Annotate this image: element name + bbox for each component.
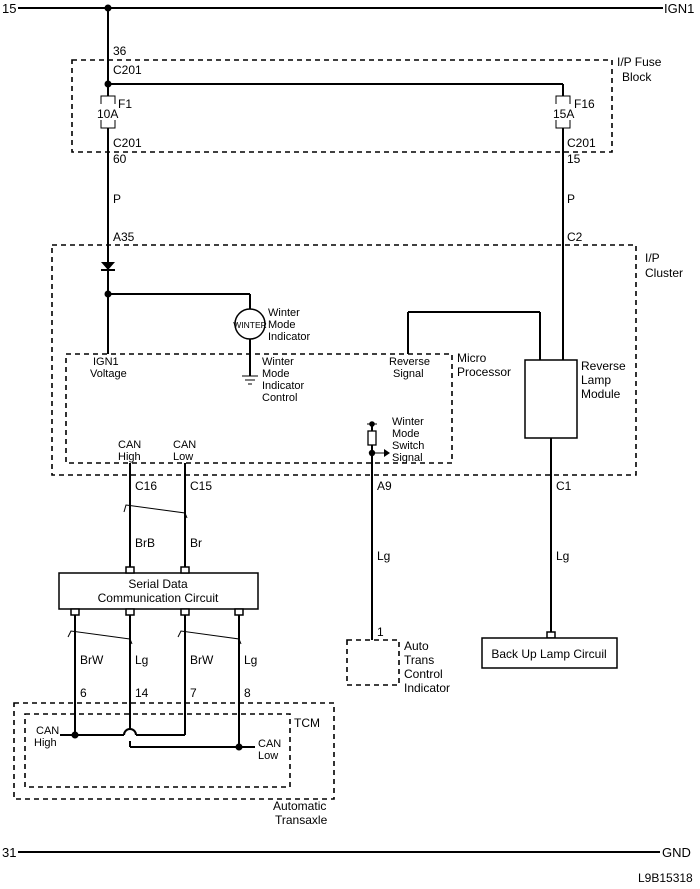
wire-lg-1: Lg [135,653,148,667]
automatic-transaxle: Automatic Transaxle [13,702,335,827]
svg-text:Indicator: Indicator [262,380,305,392]
pin-a9: A9 [377,479,392,493]
reverse-module-label: Reverse [581,359,626,373]
svg-text:Switch: Switch [392,440,424,452]
svg-text:Trans: Trans [404,653,434,667]
svg-text:Mode: Mode [268,319,296,331]
f16-pin-bottom: 15 [567,152,581,166]
tcm-pin-14: 14 [135,686,149,700]
ground-symbol [242,375,258,385]
diagram-id: L9B15318 [638,871,693,885]
wire-brb: BrB [135,536,155,550]
wms-signal-label: Winter [392,416,424,428]
ground-rail: 31 GND [2,845,691,860]
indicator-pin-1: 1 [377,625,384,639]
svg-text:Mode: Mode [392,428,420,440]
fuse-block-title: I/P Fuse [617,55,662,69]
tcm-can-low-label: CAN [258,738,281,750]
pin-c16: C16 [135,479,157,493]
wmi-control-label: Winter [262,356,294,368]
tcm-can-high-label: CAN [36,725,59,737]
rail-31-label: 31 [2,845,16,860]
wire-p-left: P [113,192,121,206]
reverse-signal-label: Reverse [389,356,430,368]
winter-mode-lamp: WINTER [233,308,267,340]
f16-name: F16 [574,97,595,111]
svg-text:Lamp: Lamp [581,373,611,387]
f1-rating: 10A [97,107,118,121]
svg-text:Indicator: Indicator [268,331,311,343]
wms-pullup-resistor [367,421,390,457]
svg-text:Block: Block [622,70,652,84]
can-low-label: CAN [173,439,196,451]
wire-lg-2: Lg [244,653,257,667]
svg-text:Module: Module [581,387,621,401]
svg-text:Signal: Signal [392,452,423,464]
tcm-module: TCM CAN High CAN Low [24,713,320,788]
winter-lamp-text: WINTER [233,320,267,330]
f16-rating: 15A [553,107,574,121]
back-up-lamp-label: Back Up Lamp Circuil [491,647,606,661]
can-high-label: CAN [118,439,141,451]
tcm-title: TCM [294,716,320,730]
f1-name: F1 [118,97,132,111]
svg-text:Control: Control [404,667,443,681]
f1-pin-bottom: 60 [113,152,127,166]
pin-c15: C15 [190,479,212,493]
rail-15-label: 15 [2,1,16,16]
tcm-wires: BrW Lg BrW Lg 6 14 7 8 [67,615,257,747]
micro-processor: Micro Processor IGN1 Voltage Winter Mode… [65,351,511,464]
diode-symbol [101,262,115,271]
transaxle-label-1: Automatic [273,799,326,813]
wire-lg-switch: Lg [377,549,390,563]
f16-conn-bottom: C201 [567,136,596,150]
rail-ign1-label: IGN1 [664,1,694,16]
svg-text:High: High [118,451,141,463]
svg-text:Control: Control [262,392,297,404]
transaxle-label-2: Transaxle [275,813,328,827]
fuse-f16: F16 15A [553,95,595,129]
svg-text:High: High [34,737,57,749]
pin-a35: A35 [113,230,135,244]
ign1-rail: 15 IGN1 [2,1,694,16]
wire-brw-2: BrW [190,653,214,667]
reverse-lamp-module: Reverse Lamp Module [524,359,626,439]
micro-title: Micro [457,351,487,365]
svg-text:Voltage: Voltage [90,368,127,380]
back-up-lamp-circuit: Lg Back Up Lamp Circuil [481,549,618,669]
svg-text:Low: Low [173,451,193,463]
serial-data-label-2: Communication Circuit [98,591,219,605]
svg-text:Mode: Mode [262,368,290,380]
pin-c1: C1 [556,479,572,493]
auto-trans-control-indicator: A9 Lg 1 Auto Trans Control Indicator [346,453,450,695]
pin-c2: C2 [567,230,583,244]
serial-data-circuit: Serial Data Communication Circuit [58,566,259,616]
ip-fuse-block: I/P Fuse Block 36 C201 F1 10A C201 60 F1… [71,4,662,360]
wire-br: Br [190,536,202,550]
fuse-f1: F1 10A [97,95,132,129]
svg-text:Processor: Processor [457,365,511,379]
svg-text:Signal: Signal [393,368,424,380]
winter-indicator-label-1: Winter [268,307,300,319]
wire-lg-lamp: Lg [556,549,569,563]
svg-text:Low: Low [258,750,278,762]
rail-gnd-label: GND [662,845,691,860]
tcm-pin-8: 8 [244,686,251,700]
ip-cluster: I/P Cluster A35 C2 WINTER Winter Mode In… [51,230,683,632]
tcm-pin-7: 7 [190,686,197,700]
serial-data-label-1: Serial Data [128,577,188,591]
f1-pin-top: 36 [113,44,127,58]
ign1-voltage-label: IGN1 [93,356,119,368]
f1-conn-top: C201 [113,63,142,77]
cluster-title: I/P [645,251,660,265]
wire-p-right: P [567,192,575,206]
f1-conn-bottom: C201 [113,136,142,150]
tcm-pin-6: 6 [80,686,87,700]
svg-text:Cluster: Cluster [645,266,683,280]
svg-text:Indicator: Indicator [404,681,450,695]
wire-brw-1: BrW [80,653,104,667]
indicator-label: Auto [404,639,429,653]
can-bus-wires: C16 C15 BrB Br [123,463,212,568]
